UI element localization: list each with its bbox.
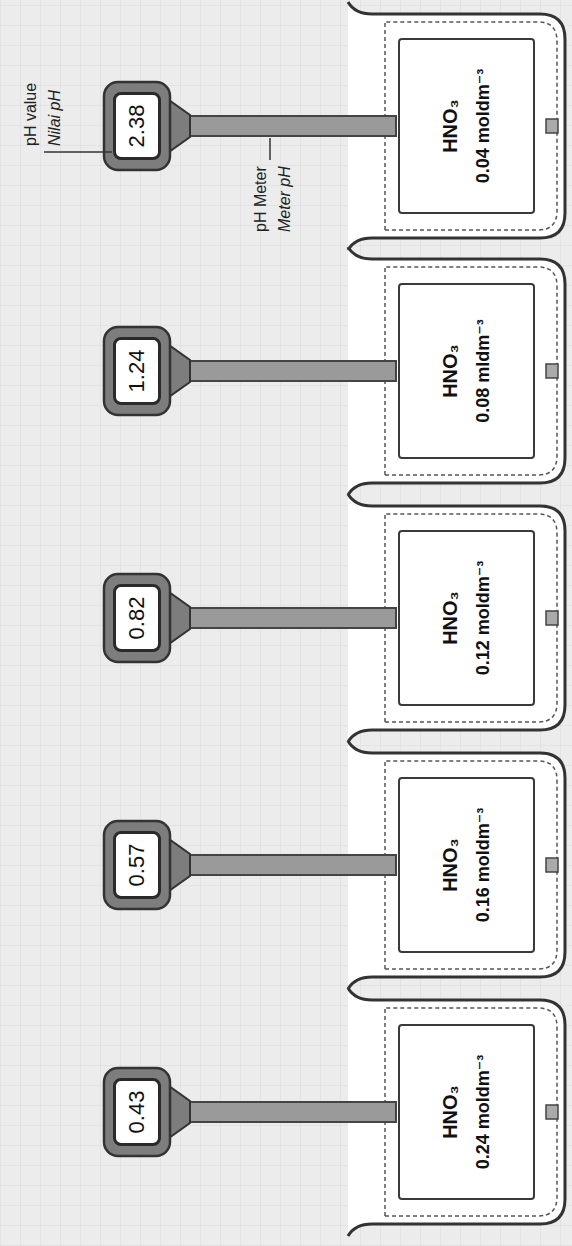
solution-label: HNO₃ 0.16 moldm⁻³ bbox=[398, 777, 535, 953]
ph-display: 0.43 bbox=[113, 1078, 161, 1146]
leader-line bbox=[269, 138, 271, 160]
acid-formula: HNO₃ bbox=[439, 99, 462, 153]
concentration: 0.24 moldm⁻³ bbox=[472, 1055, 494, 1170]
ph-value: 2.38 bbox=[124, 105, 150, 148]
concentration: 0.16 moldm⁻³ bbox=[472, 808, 494, 923]
callout-label: pH value bbox=[22, 83, 40, 146]
leader-line bbox=[44, 151, 112, 153]
ph-display: 0.57 bbox=[113, 831, 161, 899]
acid-formula: HNO₃ bbox=[439, 344, 462, 398]
ph-value: 0.57 bbox=[124, 844, 150, 887]
concentration: 0.12 moldm⁻³ bbox=[472, 561, 494, 676]
solution-label: HNO₃ 0.12 moldm⁻³ bbox=[398, 530, 535, 706]
ph-display: 2.38 bbox=[113, 92, 161, 160]
acid-formula: HNO₃ bbox=[439, 591, 462, 645]
solution-label: HNO₃ 0.24 moldm⁻³ bbox=[398, 1024, 535, 1200]
acid-formula: HNO₃ bbox=[439, 838, 462, 892]
acid-formula: HNO₃ bbox=[439, 1085, 462, 1139]
ph-value: 0.82 bbox=[124, 597, 150, 640]
solution-label: HNO₃ 0.04 moldm⁻³ bbox=[398, 38, 535, 214]
callout-label: pH Meter bbox=[252, 166, 270, 232]
concentration: 0.08 mldm⁻³ bbox=[472, 319, 494, 423]
callout-label: Nilai pH bbox=[46, 90, 64, 146]
ph-display: 1.24 bbox=[113, 337, 161, 405]
concentration: 0.04 moldm⁻³ bbox=[472, 69, 494, 184]
solution-label: HNO₃ 0.08 mldm⁻³ bbox=[398, 283, 535, 459]
ph-display: 0.82 bbox=[113, 584, 161, 652]
ph-value: 1.24 bbox=[124, 350, 150, 393]
ph-value: 0.43 bbox=[124, 1091, 150, 1134]
callout-label: Meter pH bbox=[276, 166, 294, 232]
